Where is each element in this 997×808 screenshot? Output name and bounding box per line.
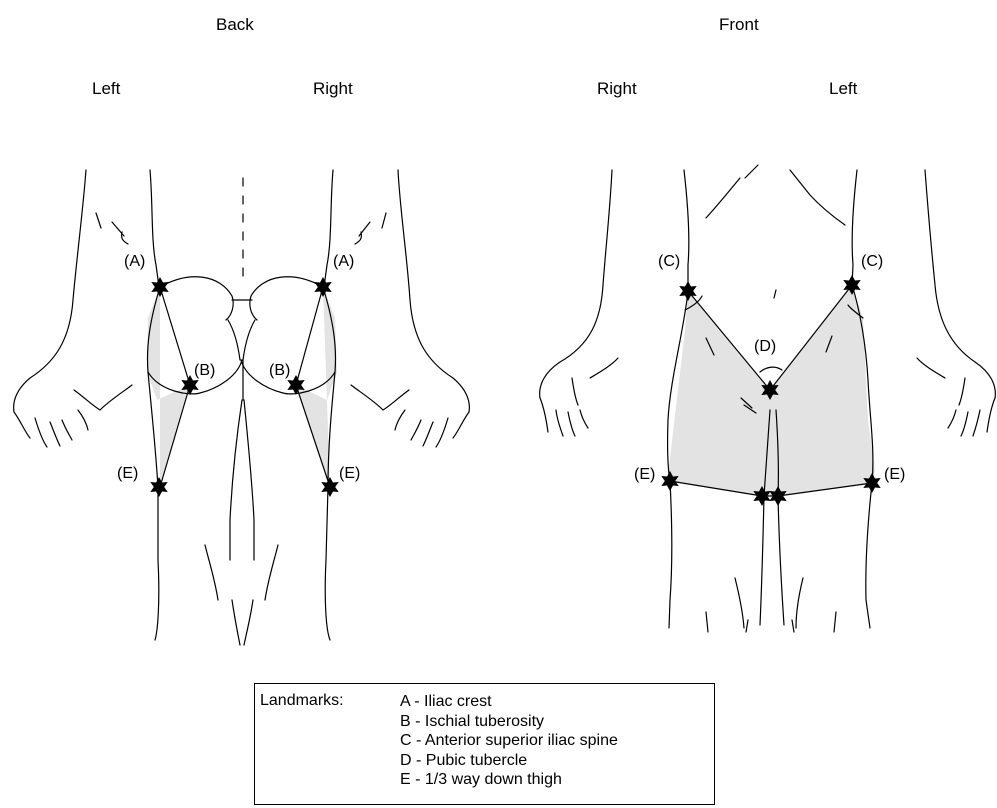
star-a-left	[151, 277, 168, 297]
marker-e-back-right: (E)	[339, 466, 360, 482]
legend-item-a: A - Iliac crest	[400, 692, 618, 712]
star-a-right	[314, 277, 331, 297]
marker-e-back-left: (E)	[117, 466, 138, 482]
back-figure-outline	[14, 170, 470, 645]
marker-e-front-left: (E)	[884, 467, 905, 483]
body-diagram	[0, 0, 997, 660]
star-e-back-right	[321, 477, 338, 497]
marker-e-front-right: (E)	[634, 467, 655, 483]
front-figure-outline	[540, 165, 996, 632]
marker-b-back-left: (B)	[194, 363, 215, 379]
marker-c-front-left: (C)	[861, 254, 883, 270]
landmarks-legend: Landmarks: A - Iliac crest B - Ischial t…	[254, 683, 715, 805]
star-e-back-left	[150, 477, 167, 497]
marker-c-front-right: (C)	[658, 254, 680, 270]
legend-list: A - Iliac crest B - Ischial tuberosity C…	[400, 692, 618, 790]
legend-item-d: D - Pubic tubercle	[400, 751, 618, 771]
legend-item-e: E - 1/3 way down thigh	[400, 770, 618, 790]
legend-item-c: C - Anterior superior iliac spine	[400, 731, 618, 751]
marker-a-back-right: (A)	[333, 254, 354, 270]
legend-item-b: B - Ischial tuberosity	[400, 712, 618, 732]
marker-b-back-right: (B)	[269, 363, 290, 379]
marker-d-front: (D)	[754, 339, 776, 355]
legend-title: Landmarks:	[260, 692, 344, 710]
marker-a-back-left: (A)	[124, 254, 145, 270]
